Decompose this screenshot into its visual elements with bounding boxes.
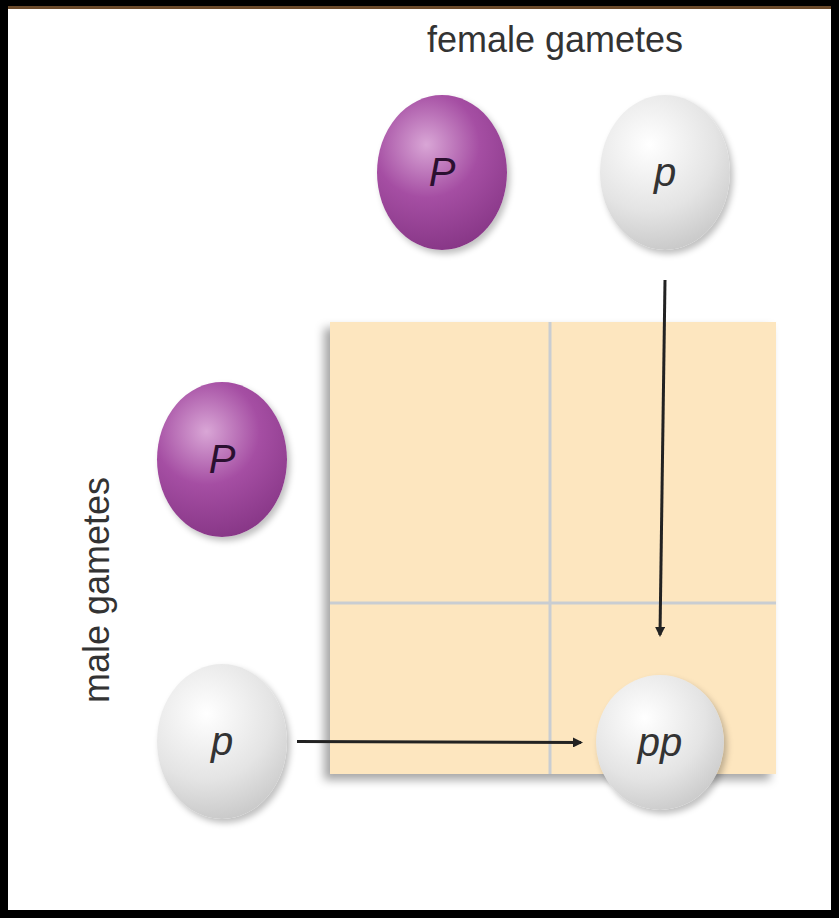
gamete-circle: P xyxy=(157,382,287,537)
gamete-circle: pp xyxy=(596,675,724,810)
allele-label: P xyxy=(429,150,456,195)
gamete-circle: p xyxy=(600,95,730,250)
grid-line xyxy=(549,322,552,774)
allele-label: pp xyxy=(638,720,683,765)
allele-label: p xyxy=(211,719,233,764)
axis-label: male gametes xyxy=(76,477,118,703)
grid-line xyxy=(330,602,776,605)
gamete-circle: p xyxy=(157,664,287,819)
allele-label: P xyxy=(209,437,236,482)
arrow-connector xyxy=(660,280,665,635)
gamete-circle: P xyxy=(377,95,507,250)
arrow-connector xyxy=(297,742,581,743)
axis-heading: female gametes xyxy=(427,19,683,61)
allele-label: p xyxy=(654,150,676,195)
